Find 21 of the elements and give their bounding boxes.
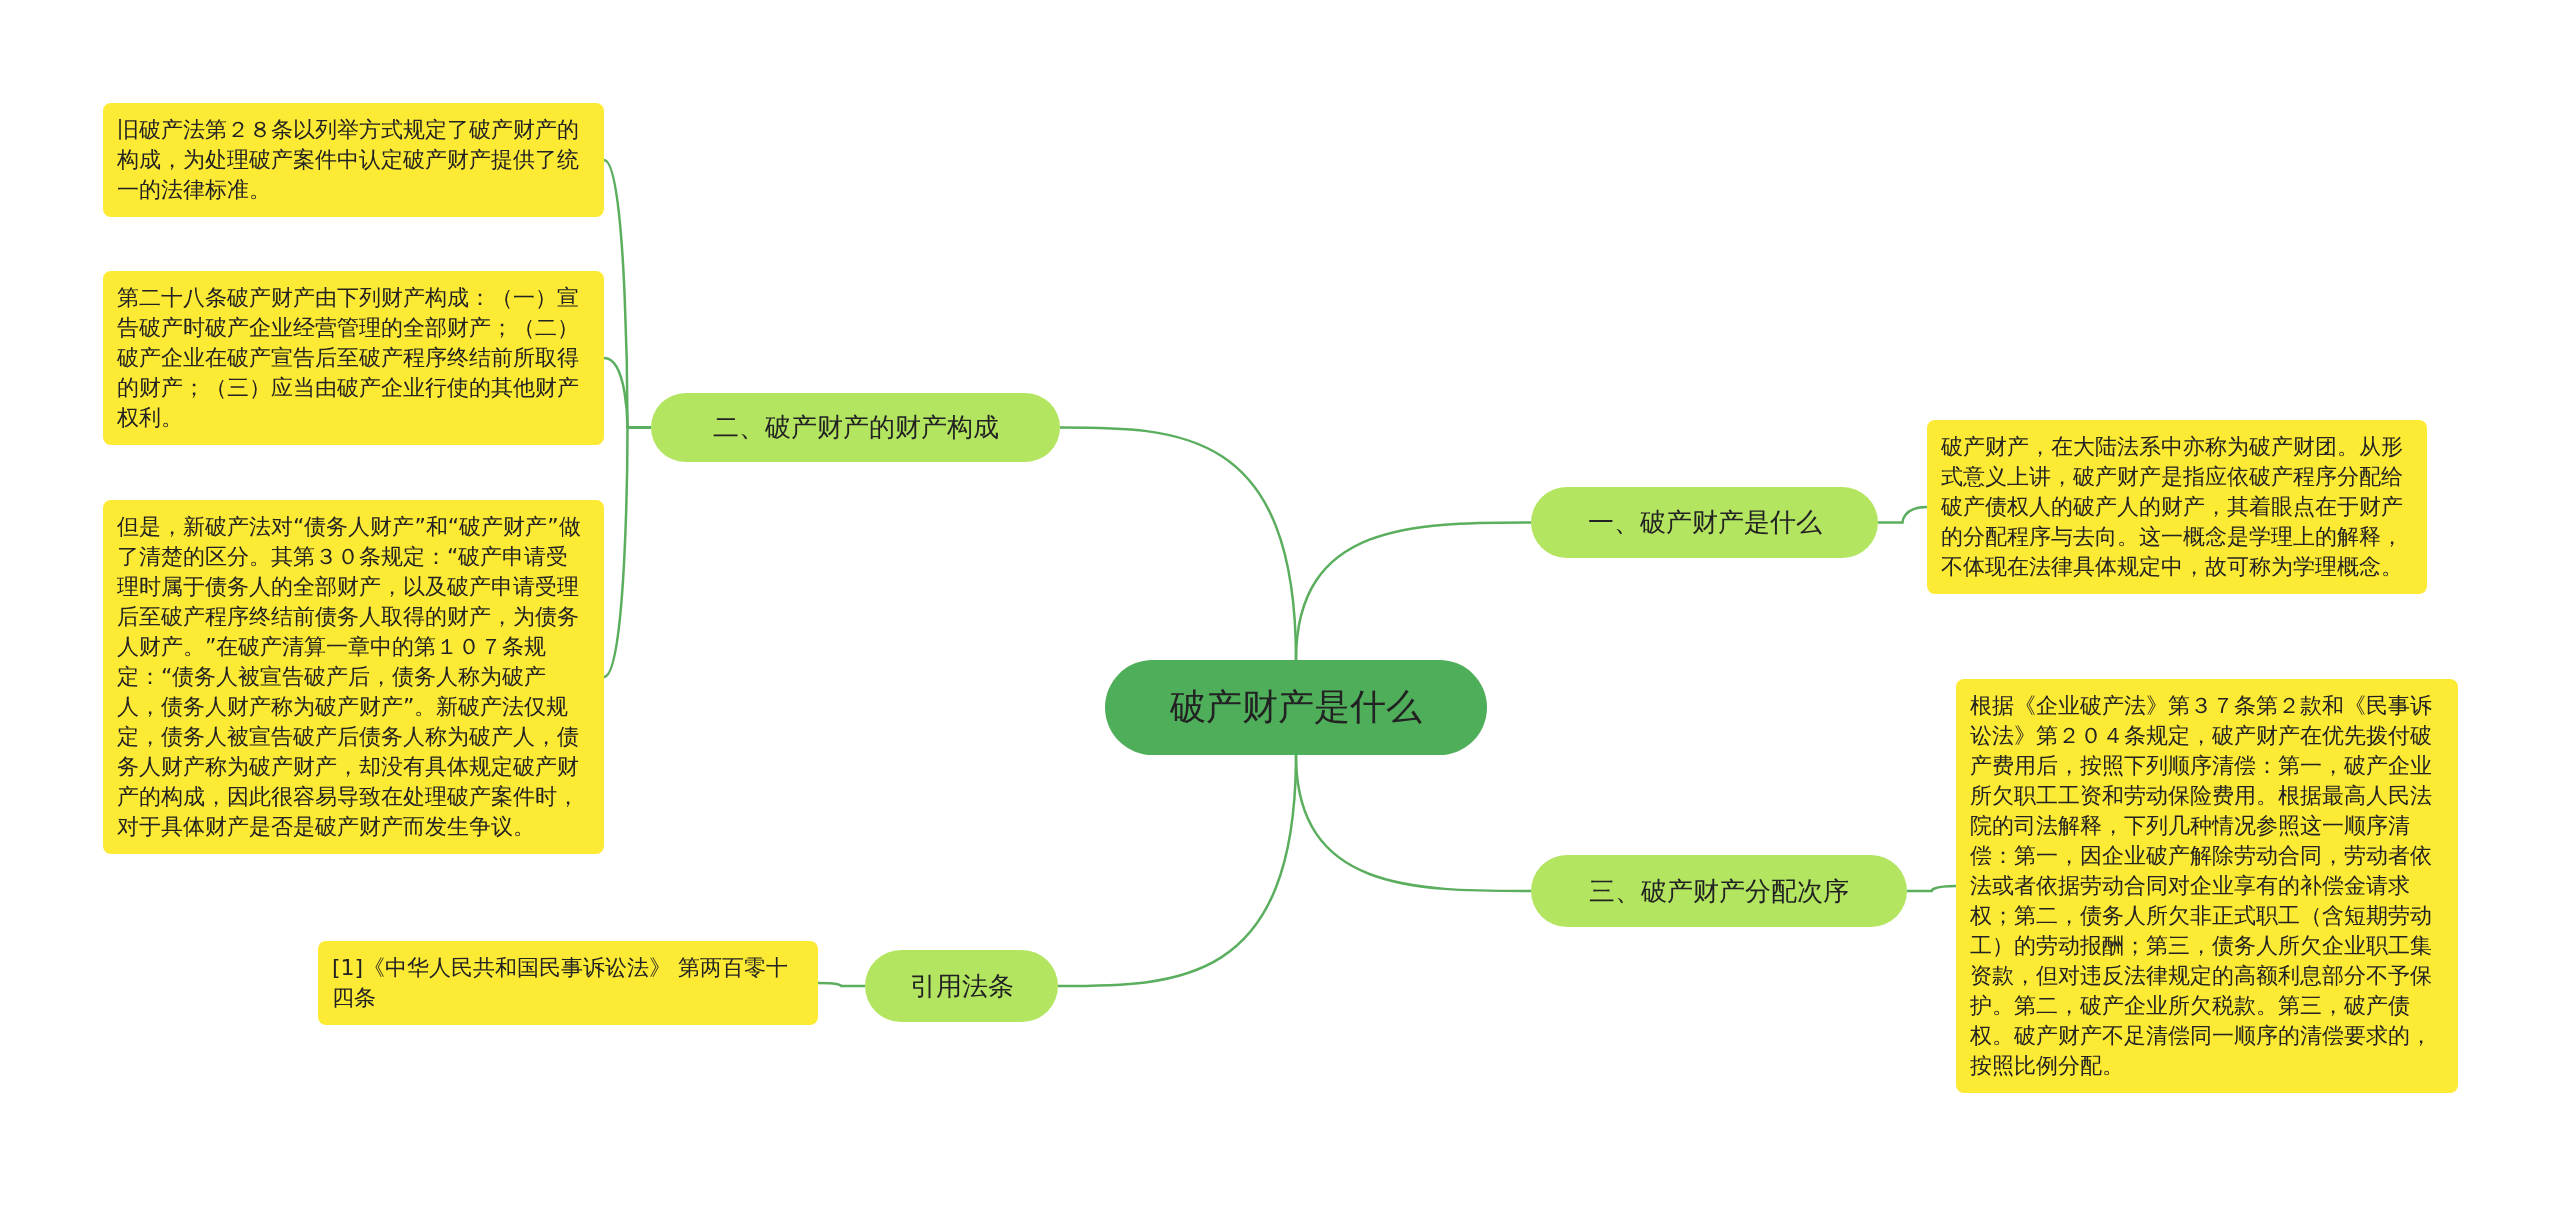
connector-line	[1294, 521, 1531, 661]
connector-line	[1907, 884, 1957, 893]
connector-line	[1878, 505, 1928, 524]
note-text: 旧破产法第２８条以列举方式规定了破产财产的构成，为处理破产案件中认定破产财产提供了统一的法律标准。	[117, 116, 580, 204]
note-text: 第二十八条破产财产由下列财产构成：（一）宣告破产时破产企业经营管理的全部财产；（二）破产企业在破产宣告后至破产程序终结前所取得的财产；（三）应当由破产企业行使的其他财产权利。	[117, 284, 580, 432]
connector-line	[818, 981, 865, 988]
topic-label: 引用法条	[909, 969, 1014, 1003]
topic-label: 二、破产财产的财产构成	[712, 411, 999, 444]
note-text: 但是，新破产法对“债务人财产”和“破产财产”做了清楚的区分。其第３０条规定：“破产申请受理时属于债务人的全部财产，以及破产申请受理后至破产程序终结前债务人取得的财产，为债务人财产。”在破产清算一章中的第１０７条规定：“债务人被宣告破产后，债务人称为破产人，债务人财产称为破产财产”。新破产法仅规定，债务人被宣告破产后债务人称为破产人，债务人财产称为破产财产，却没有具体规定破产财产的构成，因此很容易导致在处理破产案件时，对于具体财产是否是破产财产而发生争议。	[117, 513, 582, 841]
note-card	[103, 103, 604, 217]
topic-label: 三、破产财产分配次序	[1589, 874, 1849, 908]
topic-label: 破产财产是什么	[1170, 685, 1422, 729]
note-card	[318, 941, 818, 1025]
note-text: 破产财产，在大陆法系中亦称为破产财团。从形式意义上讲，破产财产是指应依破产程序分配给破产债权人的破产人的财产，其着眼点在于财产的分配程序与去向。这一概念是学理上的解释，不体现在法律具体规定中，故可称为学理概念。	[1941, 433, 2404, 581]
note-text: [1]《中华人民共和国民事诉讼法》 第两百零十四条	[332, 954, 790, 1012]
note-card	[1927, 420, 2427, 594]
connector-line	[603, 426, 651, 678]
connector-line	[1058, 754, 1298, 988]
topic-label: 一、破产财产是什么	[1587, 506, 1822, 539]
note-card	[103, 271, 604, 445]
note-text: 根据《企业破产法》第３７条第２款和《民事诉讼法》第２０４条规定，破产财产在优先拨付破产费用后，按照下列顺序清偿：第一，破产企业所欠职工工资和劳动保险费用。根据最高人民法院的司法解释，下列几种情况参照这一顺序清偿：第一，因企业破产解除劳动合同，劳动者依法或者依据劳动合同对企业享有的补偿金请求权；第二，债务人所欠非正式职工（含短期劳动工）的劳动报酬；第三，债务人所欠企业职工集资款，但对违反法律规定的高额利息部分不予保护。第二，破产企业所欠税款。第三，破产债权。破产财产不足清偿同一顺序的清偿要求的，按照比例分配。	[1970, 692, 2433, 1080]
